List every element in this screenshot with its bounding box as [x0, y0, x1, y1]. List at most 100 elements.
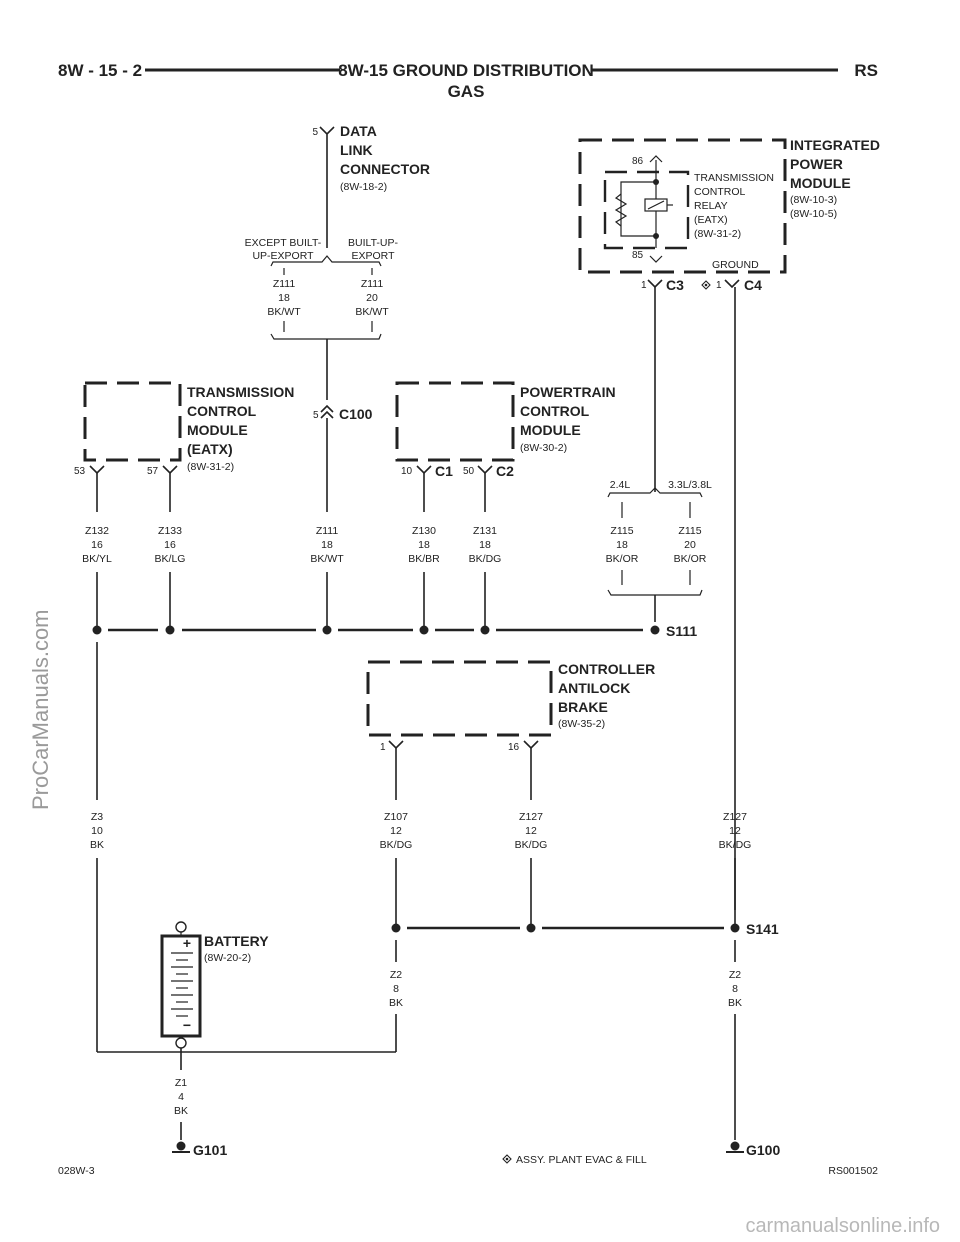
- wire-z115a-gauge: 18: [616, 539, 628, 551]
- ground-g100-label: G100: [746, 1142, 780, 1158]
- branch-right-1: BUILT-UP-: [348, 237, 398, 249]
- lower-wires: Z3 10 BK Z107 12 BK/DG Z127 12 BK/DG Z12…: [90, 811, 751, 1052]
- wire-z115b-circuit: Z115: [678, 525, 701, 537]
- battery-ref: (8W-20-2): [204, 952, 251, 964]
- branch-left-2: UP-EXPORT: [252, 250, 314, 262]
- wire-dlc-left-gauge: 18: [278, 292, 290, 304]
- splice-s111: S111: [92, 623, 697, 800]
- battery-plus: +: [183, 935, 191, 951]
- ipm-ref-2: (8W-10-5): [790, 208, 837, 220]
- wire-z111-circuit: Z111: [316, 525, 339, 537]
- engine-variant-left: 2.4L: [610, 479, 631, 491]
- wire-z1-gauge: 4: [178, 1091, 184, 1103]
- ipm-ground-label: GROUND: [712, 259, 759, 271]
- wire-z127a-color: BK/DG: [515, 839, 548, 851]
- wire-z2b-gauge: 8: [732, 983, 738, 995]
- relay-label-1: TRANSMISSION: [694, 172, 774, 184]
- dlc-pin: 5: [312, 127, 318, 138]
- controller-antilock-brake: CONTROLLER ANTILOCK BRAKE (8W-35-2) 1 16: [366, 660, 655, 800]
- wire-z131-gauge: 18: [479, 539, 491, 551]
- c2-pin: 50: [463, 466, 475, 477]
- cab-name-2: ANTILOCK: [558, 680, 630, 696]
- wire-z3-color: BK: [90, 839, 104, 851]
- cab-pin-a: 1: [380, 742, 386, 753]
- branch-left-1: EXCEPT BUILT-: [245, 237, 322, 249]
- wire-z132-gauge: 16: [91, 539, 103, 551]
- footer-note: ASSY. PLANT EVAC & FILL: [516, 1154, 647, 1166]
- wire-z1-color: BK: [174, 1105, 188, 1117]
- data-link-connector: 5 DATA LINK CONNECTOR (8W-18-2) EXCEPT B…: [245, 123, 430, 400]
- wire-z132-circuit: Z132: [85, 525, 109, 537]
- tcm-name-4: (EATX): [187, 441, 233, 457]
- wire-z130-circuit: Z130: [412, 525, 436, 537]
- cab-pin-b: 16: [508, 742, 520, 753]
- battery: + − BATTERY (8W-20-2) Z1 4 BK: [97, 921, 396, 1140]
- bottom-watermark: carmanualsonline.info: [745, 1215, 940, 1237]
- wire-dlc-right-color: BK/WT: [355, 306, 389, 318]
- wire-z115b-gauge: 20: [684, 539, 696, 551]
- ground-g100: G100: [726, 1141, 780, 1158]
- splice-s141-label: S141: [746, 921, 779, 937]
- wire-z111-gauge: 18: [321, 539, 333, 551]
- integrated-power-module: INTEGRATED POWER MODULE (8W-10-3) (8W-10…: [578, 137, 880, 910]
- header: 8W - 15 - 2 8W-15 GROUND DISTRIBUTION RS…: [58, 61, 878, 101]
- relay-label-2: CONTROL: [694, 186, 745, 198]
- wire-z115a-circuit: Z115: [610, 525, 633, 537]
- pcm-name-2: CONTROL: [520, 403, 590, 419]
- wire-z115b-color: BK/OR: [674, 553, 707, 565]
- wire-z1-circuit: Z1: [175, 1077, 187, 1089]
- cab-name-3: BRAKE: [558, 699, 608, 715]
- wire-z127b-circuit: Z127: [723, 811, 747, 823]
- c1-pin: 10: [401, 466, 413, 477]
- wire-z3-gauge: 10: [91, 825, 103, 837]
- tcm-pin-a: 53: [74, 466, 86, 477]
- c1-label: C1: [435, 463, 453, 479]
- tcm-name-2: CONTROL: [187, 403, 257, 419]
- branch-right-2: EXPORT: [352, 250, 396, 262]
- wire-z131-circuit: Z131: [473, 525, 497, 537]
- pcm-name-3: MODULE: [520, 422, 581, 438]
- c4-label: C4: [744, 277, 762, 293]
- ipm-name-3: MODULE: [790, 175, 851, 191]
- wire-dlc-left-color: BK/WT: [267, 306, 301, 318]
- ground-g100-icon: [730, 1141, 740, 1151]
- tcm-name-1: TRANSMISSION: [187, 384, 294, 400]
- engine-variant-branch: 2.4L 3.3L/3.8L Z115 18 BK/OR Z115 20 BK/…: [606, 479, 712, 622]
- c100-label: C100: [339, 406, 373, 422]
- cab-name-1: CONTROLLER: [558, 661, 655, 677]
- c100-connector: 5 C100: [313, 404, 373, 512]
- c2-label: C2: [496, 463, 514, 479]
- wire-z2a-circuit: Z2: [390, 969, 402, 981]
- wire-z127b-gauge: 12: [729, 825, 741, 837]
- c100-pin: 5: [313, 410, 319, 421]
- relay-pin-86: 86: [632, 156, 644, 167]
- wire-z127b-color: BK/DG: [719, 839, 752, 851]
- powertrain-control-module: POWERTRAIN CONTROL MODULE (8W-30-2) 10 C…: [395, 381, 616, 512]
- engine-variant-right: 3.3L/3.8L: [668, 479, 712, 491]
- transmission-control-module: TRANSMISSION CONTROL MODULE (EATX) (8W-3…: [74, 381, 294, 512]
- battery-name: BATTERY: [204, 933, 269, 949]
- ipm-name-1: INTEGRATED: [790, 137, 880, 153]
- wire-z133-color: BK/LG: [155, 553, 186, 565]
- relay-pin-85: 85: [632, 250, 644, 261]
- dlc-ref: (8W-18-2): [340, 181, 387, 193]
- pcm-ref: (8W-30-2): [520, 442, 567, 454]
- wire-dlc-right-circuit: Z111: [361, 278, 384, 290]
- relay-label-4: (EATX): [694, 214, 728, 226]
- wire-z2b-color: BK: [728, 997, 742, 1009]
- cab-ref: (8W-35-2): [558, 718, 605, 730]
- wire-z130-gauge: 18: [418, 539, 430, 551]
- page-number: 8W - 15 - 2: [58, 61, 142, 80]
- splice-s111-label: S111: [666, 623, 697, 639]
- page-title: 8W-15 GROUND DISTRIBUTION: [338, 61, 594, 80]
- wire-z130-color: BK/BR: [408, 553, 440, 565]
- wire-z2a-color: BK: [389, 997, 403, 1009]
- wire-z2a-gauge: 8: [393, 983, 399, 995]
- wire-z3-circuit: Z3: [91, 811, 103, 823]
- footer: 028W-3 ASSY. PLANT EVAC & FILL RS001502: [58, 1154, 878, 1177]
- tcm-pin-b: 57: [147, 466, 159, 477]
- relay-label-5: (8W-31-2): [694, 228, 741, 240]
- tcm-ref: (8W-31-2): [187, 461, 234, 473]
- wire-z127a-circuit: Z127: [519, 811, 543, 823]
